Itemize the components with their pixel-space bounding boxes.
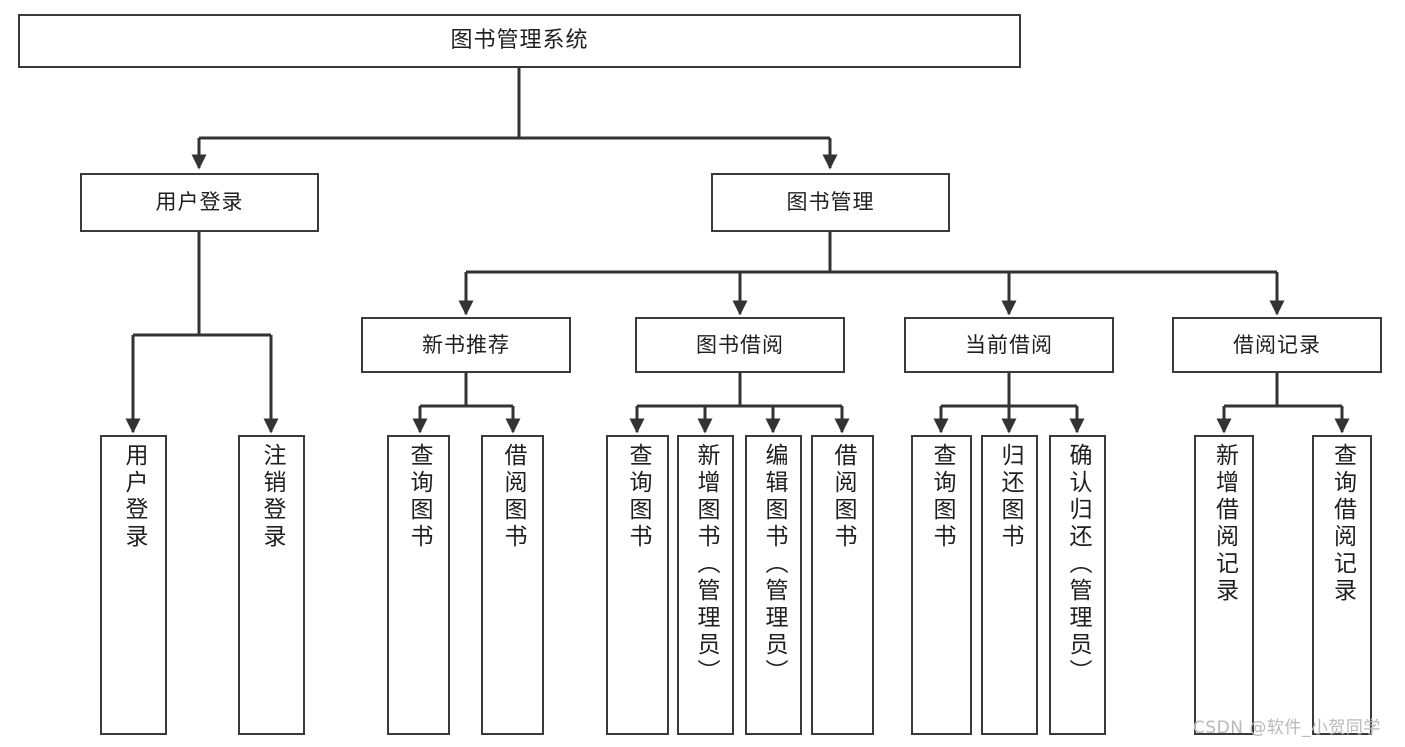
node-label: 图书管理系统 xyxy=(450,28,589,54)
node-label: 用户登录 xyxy=(155,190,244,215)
node-root-book-management-system[interactable]: 图书管理系统 xyxy=(18,14,1021,68)
node-borrowing-record[interactable]: 借阅记录 xyxy=(1172,317,1382,373)
node-leaf-return-book[interactable]: 归还图书 xyxy=(981,435,1038,735)
node-leaf-add-borrow-record[interactable]: 新增借阅记录 xyxy=(1194,435,1254,735)
node-label: 确认归还（管理员） xyxy=(1065,443,1091,686)
node-leaf-confirm-return-admin[interactable]: 确认归还（管理员） xyxy=(1049,435,1106,735)
node-new-book-recommendation[interactable]: 新书推荐 xyxy=(361,317,571,373)
node-label: 当前借阅 xyxy=(965,332,1053,357)
node-leaf-logout[interactable]: 注销登录 xyxy=(238,435,305,735)
node-label: 查询图书 xyxy=(929,443,955,551)
node-label: 图书管理 xyxy=(786,190,875,215)
node-label: 借阅记录 xyxy=(1233,332,1321,357)
node-label: 新增借阅记录 xyxy=(1211,443,1238,605)
node-leaf-add-book-admin[interactable]: 新增图书（管理员） xyxy=(677,435,734,735)
node-current-borrowing[interactable]: 当前借阅 xyxy=(904,317,1114,373)
node-label: 用户登录 xyxy=(121,443,147,551)
node-book-management[interactable]: 图书管理 xyxy=(711,173,950,232)
node-label: 编辑图书（管理员） xyxy=(761,443,787,686)
node-leaf-query-book-current[interactable]: 查询图书 xyxy=(911,435,972,735)
node-label: 借阅图书 xyxy=(500,443,526,551)
node-leaf-edit-book-admin[interactable]: 编辑图书（管理员） xyxy=(745,435,802,735)
node-leaf-query-book-borrow[interactable]: 查询图书 xyxy=(606,435,669,735)
node-leaf-borrow-book-new-rec[interactable]: 借阅图书 xyxy=(481,435,544,735)
node-leaf-query-borrow-record[interactable]: 查询借阅记录 xyxy=(1312,435,1372,735)
node-label: 注销登录 xyxy=(259,443,285,551)
node-book-borrowing[interactable]: 图书借阅 xyxy=(635,317,845,373)
node-leaf-borrow-book[interactable]: 借阅图书 xyxy=(811,435,874,735)
node-label: 查询借阅记录 xyxy=(1329,443,1356,605)
node-leaf-query-book-new-rec[interactable]: 查询图书 xyxy=(387,435,450,735)
node-label: 归还图书 xyxy=(997,443,1023,551)
csdn-watermark: CSDN @软件_小贺同学 xyxy=(1193,718,1381,738)
node-label: 查询图书 xyxy=(406,443,432,551)
node-user-login[interactable]: 用户登录 xyxy=(80,173,319,232)
node-label: 新增图书（管理员） xyxy=(693,443,719,686)
node-label: 图书借阅 xyxy=(696,332,784,357)
node-label: 新书推荐 xyxy=(422,332,510,357)
node-leaf-user-login[interactable]: 用户登录 xyxy=(100,435,167,735)
node-label: 查询图书 xyxy=(625,443,651,551)
node-label: 借阅图书 xyxy=(830,443,856,551)
